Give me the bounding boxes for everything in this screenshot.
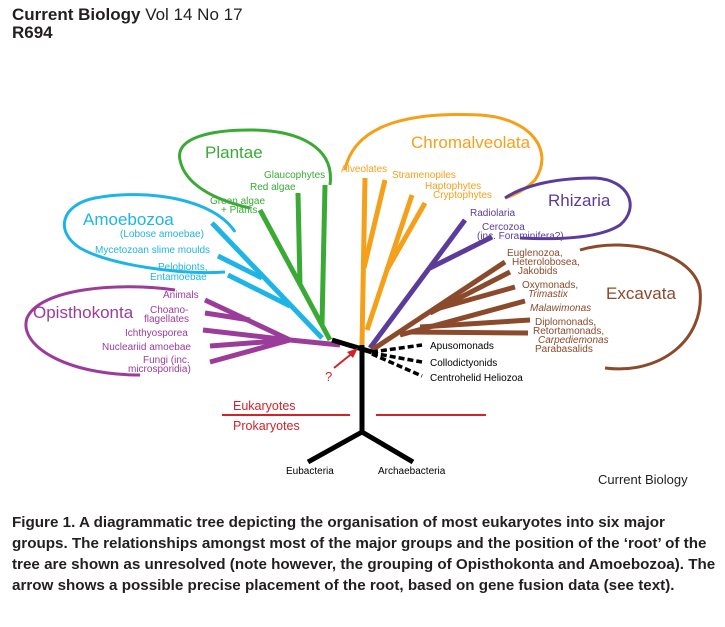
taxon-label: Entamoebae	[150, 272, 207, 283]
unresolved-taxa: Apusomonads Collodictyonids Centrohelid …	[430, 341, 523, 384]
opisthokonta-outline	[24, 285, 176, 377]
figure-credit: Current Biology	[598, 472, 688, 487]
eukaryotes-label: Eukaryotes	[233, 399, 296, 413]
taxon-label: Retortamonads,	[533, 326, 604, 337]
excavata-branches	[370, 259, 531, 353]
taxon-label: Choano-	[150, 305, 188, 316]
plantae-label: Plantae	[205, 143, 263, 162]
tree-trunk	[306, 337, 415, 465]
taxon-label: Alveolates	[341, 164, 387, 175]
taxon-label: flagellates	[144, 314, 189, 325]
plantae-outline	[178, 128, 332, 210]
taxon-label: Nucleariid amoebae	[102, 342, 191, 353]
taxon-label: Carpediemonas	[538, 335, 609, 346]
taxon-label: Ichthyosporea	[125, 328, 188, 339]
taxon-label: Haptophytes	[425, 181, 481, 192]
taxon-label: Red algae	[250, 182, 296, 193]
rhizaria-outline	[504, 176, 632, 241]
opisthokonta-label: Opisthokonta	[33, 303, 134, 322]
taxon-label: microsporidia)	[128, 364, 191, 375]
page-number: R694	[12, 23, 53, 42]
eukaryote-tree-figure: Plantae Chromalveolata Rhizaria Amoebozo…	[24, 112, 702, 477]
taxon-label: Parabasalids	[535, 344, 593, 355]
figure-caption: Figure 1. A diagrammatic tree depicting …	[12, 514, 716, 594]
taxon-label: Heterolobosea,	[512, 257, 580, 268]
amoebozoa-label: Amoebozoa	[83, 210, 174, 229]
running-header: Current Biology Vol 14 No 17 R694	[12, 6, 243, 42]
rhizaria-taxa: Radiolaria Cercozoa (inc. Foraminifera?)	[470, 208, 564, 242]
journal-volume: Vol 14 No 17	[145, 5, 243, 24]
taxon-label: Euglenozoa,	[507, 248, 563, 259]
taxon-label: (Lobose amoebae)	[120, 229, 204, 240]
plantae-taxa: Glaucophytes Red algae Green algae + Pla…	[210, 170, 325, 216]
taxon-label: Animals	[163, 290, 199, 301]
taxon-label: + Plants	[221, 205, 257, 216]
taxon-label: Green algae	[210, 196, 265, 207]
root-arrow-head	[347, 348, 358, 358]
rhizaria-branches	[367, 218, 494, 350]
prokaryotes-label: Prokaryotes	[233, 419, 300, 433]
excavata-outline	[579, 243, 702, 371]
chromalveolata-taxa: Alveolates Stramenopiles Haptophytes Cry…	[341, 164, 492, 201]
taxon-label: Centrohelid Heliozoa	[430, 373, 523, 384]
taxon-label: Radiolaria	[470, 208, 515, 219]
taxon-label: Trimastix	[528, 289, 569, 300]
excavata-label: Excavata	[606, 284, 676, 303]
journal-name: Current Biology	[12, 5, 141, 24]
plantae-branches	[257, 184, 333, 342]
taxon-label: Cercozoa	[482, 222, 525, 233]
rhizaria-label: Rhizaria	[548, 191, 611, 210]
taxon-label: Oxymonads,	[522, 280, 578, 291]
taxon-label: Malawimonas	[530, 303, 591, 314]
amoebozoa-branches	[210, 221, 324, 340]
taxon-label: Mycetozoan slime moulds	[95, 245, 210, 256]
chromalveolata-label: Chromalveolata	[411, 133, 531, 152]
eubacteria-label: Eubacteria	[286, 466, 334, 477]
taxon-label: Apusomonads	[430, 341, 494, 352]
amoebozoa-taxa: (Lobose amoebae) Mycetozoan slime moulds…	[95, 229, 210, 283]
taxon-label: Jakobids	[518, 266, 557, 277]
opisthokonta-taxa: Animals Choano- flagellates Ichthyospore…	[102, 290, 199, 375]
opisthokonta-branches	[202, 297, 341, 365]
amoebozoa-outline	[62, 193, 237, 274]
taxon-label: Fungi (inc.	[143, 355, 190, 366]
taxon-label: Pelobionts,	[158, 262, 207, 273]
taxon-label: Collodictyonids	[430, 358, 497, 369]
unresolved-lineages	[371, 343, 423, 378]
taxon-label: Glaucophytes	[264, 170, 325, 181]
root-question-mark: ?	[325, 369, 332, 384]
chromalveolata-branches	[359, 177, 428, 346]
taxon-label: Stramenopiles	[392, 170, 456, 181]
taxon-label: Cryptophytes	[433, 190, 492, 201]
excavata-taxa: Euglenozoa, Heterolobosea, Jakobids Oxym…	[507, 248, 609, 355]
taxon-label: (inc. Foraminifera?)	[477, 231, 564, 242]
archaebacteria-label: Archaebacteria	[378, 466, 446, 477]
taxon-label: Diplomonads,	[535, 317, 596, 328]
